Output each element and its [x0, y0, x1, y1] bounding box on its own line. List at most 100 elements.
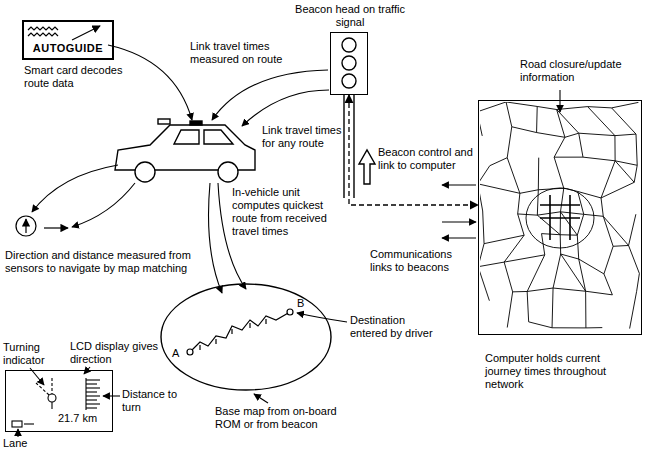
card-text: AUTOGUIDE: [24, 42, 112, 55]
callout-label: Turning indicator: [3, 341, 65, 367]
road: [506, 102, 537, 106]
road: [614, 136, 615, 161]
route-tick: [249, 323, 250, 328]
callout-label: Distance to turn: [122, 388, 182, 414]
road: [480, 267, 489, 301]
road: [637, 273, 640, 291]
route-map-ellipse: AB: [160, 283, 332, 391]
road: [579, 259, 604, 274]
compass-needle: [25, 219, 26, 233]
network-map-box: Computer holds current journey times thr…: [478, 100, 642, 335]
road: [560, 212, 577, 235]
road: [529, 322, 552, 328]
point-letter: B: [297, 297, 304, 310]
road: [518, 214, 524, 235]
leader-arrow: [254, 394, 268, 403]
callout-label: Base map from on-board ROM or from beaco…: [215, 405, 347, 431]
road: [480, 102, 506, 112]
distance-bar: [86, 383, 97, 384]
compass: [16, 216, 36, 236]
smart-card-graphic: [28, 26, 100, 40]
signal-pole: [353, 95, 354, 198]
route-tick: [199, 345, 200, 350]
signal-pole: [343, 95, 344, 198]
road: [518, 193, 520, 214]
road: [586, 327, 602, 328]
road: [518, 214, 538, 215]
road: [636, 134, 637, 165]
callout-label: Direction and distance measured from sen…: [5, 249, 205, 275]
distance-bar: [86, 387, 100, 388]
car-window: [174, 130, 233, 144]
signal-lamp: [342, 56, 356, 70]
road: [504, 262, 513, 292]
ellipse-outline: [160, 283, 332, 391]
road-network: [480, 102, 639, 329]
road: [480, 184, 520, 193]
road: [615, 161, 634, 183]
road: [560, 212, 561, 235]
car: [115, 119, 255, 182]
lcd-road: [36, 383, 49, 395]
caption-label: Smart card decodes route data: [24, 64, 136, 90]
road: [629, 214, 636, 245]
road: [612, 102, 639, 108]
lcd-graphic: [12, 378, 100, 427]
callout-label: Road closure/update information: [520, 58, 635, 84]
route-line: [190, 312, 290, 352]
dashed-link: [349, 95, 478, 205]
road: [480, 184, 483, 211]
callout-label: Link travel times for any route: [262, 124, 342, 150]
ellipse-outline: [161, 284, 331, 390]
distance-bar: [86, 403, 100, 404]
road: [583, 157, 615, 161]
road: [603, 216, 628, 245]
point-letter: A: [172, 347, 179, 360]
smart-card-slot: [190, 121, 202, 125]
ring-road: [526, 188, 594, 248]
lane-mark: [24, 423, 34, 424]
road: [560, 188, 563, 212]
road: [527, 288, 553, 291]
road: [506, 102, 512, 127]
leader-arrow: [72, 183, 135, 227]
road: [603, 216, 613, 246]
road: [527, 291, 529, 321]
road: [601, 198, 603, 216]
signal-lamp: [342, 38, 356, 52]
road: [480, 244, 484, 267]
lcd-road: [51, 378, 52, 394]
leader-arrow: [17, 429, 18, 437]
distance-bar: [86, 379, 100, 380]
leader-arrow: [212, 70, 328, 120]
road: [483, 211, 484, 244]
distance-bar: [86, 399, 97, 400]
lane-marker: [12, 421, 22, 427]
road: [579, 133, 615, 135]
traffic-signal: [342, 38, 375, 198]
card-arrow: [72, 26, 100, 40]
road: [560, 234, 577, 235]
route-tick: [215, 339, 216, 344]
turning-indicator: [48, 394, 56, 402]
route-end: [187, 349, 193, 355]
lcd-road: [51, 402, 52, 409]
distance-scale: [85, 378, 86, 410]
caption-label: Beacon head on traffic signal: [291, 3, 409, 29]
road: [507, 127, 512, 158]
wheel: [218, 162, 238, 182]
road: [561, 254, 586, 291]
road: [634, 165, 637, 182]
road: [554, 157, 564, 188]
route-tick: [265, 319, 266, 324]
comm-arrow: [442, 237, 476, 238]
road: [565, 133, 579, 137]
road: [630, 291, 637, 328]
card-stripe: [28, 33, 58, 36]
road: [588, 107, 612, 108]
road: [577, 235, 578, 259]
signal-head: Beacon head on traffic signal: [330, 32, 368, 95]
roof-unit: [158, 119, 170, 124]
leader-arrow: [559, 90, 560, 112]
